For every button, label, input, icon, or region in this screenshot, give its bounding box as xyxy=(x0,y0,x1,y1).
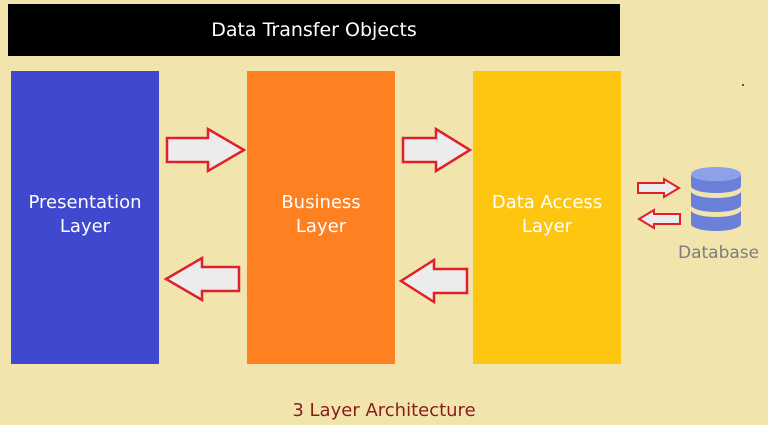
business-layer-box: Business Layer xyxy=(247,71,395,364)
arrow-right-business-to-data-icon xyxy=(401,126,473,174)
presentation-layer-label: Presentation Layer xyxy=(28,191,142,237)
data-access-layer-box: Data Access Layer xyxy=(473,71,621,364)
data-access-layer-label: Data Access Layer xyxy=(491,191,603,237)
arrow-left-business-to-presentation-icon xyxy=(163,255,241,303)
stray-dot xyxy=(742,84,744,86)
arrow-right-presentation-to-business-icon xyxy=(165,126,247,174)
arrow-right-to-database-icon xyxy=(637,177,681,199)
arrow-left-data-to-business-icon xyxy=(398,257,469,305)
database-icon xyxy=(691,167,741,231)
dto-banner-title: Data Transfer Objects xyxy=(211,19,417,41)
business-layer-label: Business Layer xyxy=(281,191,361,237)
presentation-layer-box: Presentation Layer xyxy=(11,71,159,364)
dto-banner: Data Transfer Objects xyxy=(8,4,620,56)
arrow-left-from-database-icon xyxy=(637,208,681,230)
diagram-caption: 3 Layer Architecture xyxy=(292,400,476,421)
database-label: Database xyxy=(678,243,760,263)
